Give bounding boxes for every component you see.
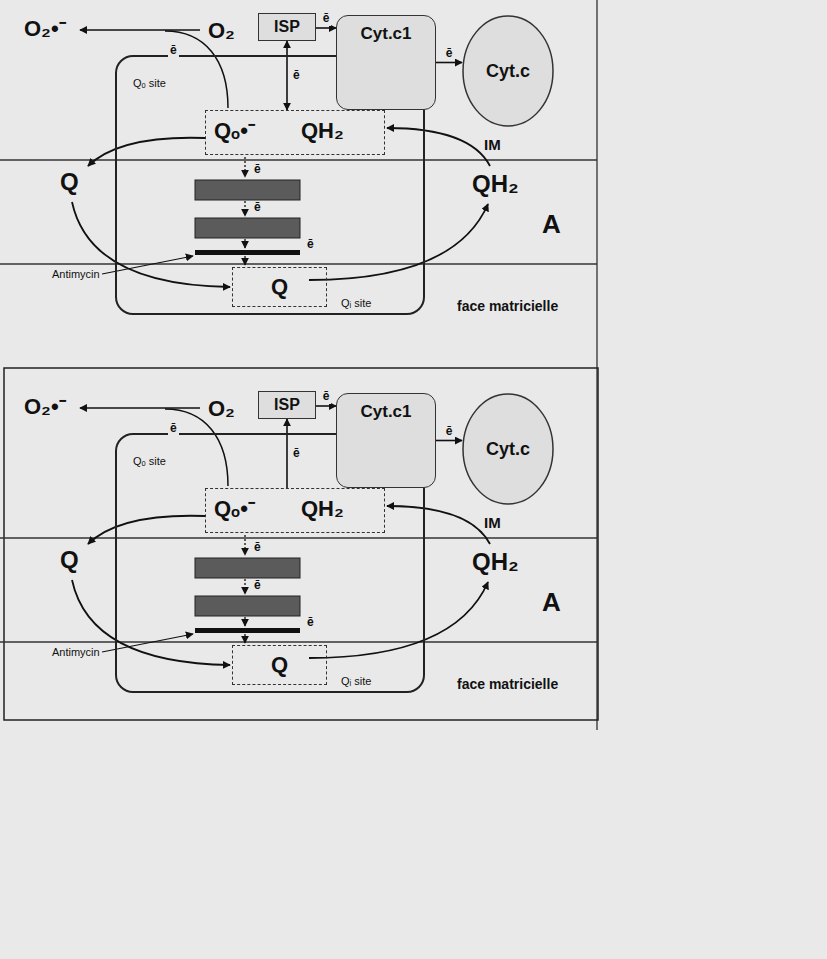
superoxide-label: O₂•⁻ — [22, 394, 68, 419]
protein-label: Cyt.c — [486, 439, 530, 460]
cytochrome-c1-box: Cyt.c1 — [336, 393, 436, 488]
electron-label: ē — [252, 163, 263, 177]
panel-illustration — [0, 408, 597, 665]
quinone-label: QH₂ — [299, 496, 346, 521]
electron-label: ē — [321, 12, 332, 26]
panel-letter: A — [540, 588, 563, 618]
site-label: Qᵢ site — [339, 675, 373, 688]
ellipse-shape — [463, 394, 553, 504]
electron-transfer-arrow — [436, 440, 462, 442]
electron-label: ē — [291, 69, 302, 83]
electron-label: ē — [252, 201, 263, 215]
side-label: face matricielle — [455, 676, 560, 692]
electron-label: ē — [252, 541, 263, 555]
protein-label: ISP — [274, 396, 300, 414]
membrane-label: IM — [482, 136, 503, 153]
quinone-label: Qₒ•⁻ — [212, 496, 257, 521]
inhibitor-label: Antimycin — [50, 646, 102, 659]
electron-label: ē — [321, 390, 332, 404]
oxygen-label: O₂ — [206, 396, 237, 421]
electron-label: ē — [168, 44, 179, 58]
qo-site-box: Qₒ•⁻ QH₂ — [205, 488, 385, 533]
oxygen-label: O₂ — [206, 18, 237, 43]
quinone-label: QH₂ — [299, 118, 346, 143]
protein-label: Cyt.c1 — [360, 24, 411, 44]
panel-illustration — [0, 30, 597, 287]
superoxide-label: O₂•⁻ — [22, 16, 68, 41]
quinol-label: QH₂ — [470, 548, 521, 576]
cytochrome-c-ellipse: Cyt.c — [462, 15, 554, 127]
cytochrome-c-ellipse: Cyt.c — [462, 393, 554, 505]
electron-label: ē — [252, 579, 263, 593]
qi-site-box: Q — [232, 267, 327, 307]
isp-box: ISP — [258, 391, 316, 419]
qo-site-box: Qₒ•⁻ QH₂ — [205, 110, 385, 155]
membrane-label: IM — [482, 514, 503, 531]
electron-transfer-arrow — [436, 62, 462, 64]
quinone-label: Q — [58, 546, 81, 574]
isp-box: ISP — [258, 13, 316, 41]
quinone-label: Q — [271, 652, 288, 677]
electron-transfer-arrow — [286, 41, 288, 110]
quinone-label: Q — [58, 168, 81, 196]
electron-transfer-arrow — [316, 27, 336, 29]
protein-label: Cyt.c1 — [360, 402, 411, 422]
electron-label: ē — [305, 616, 316, 630]
electron-label: ē — [305, 238, 316, 252]
protein-label: Cyt.c — [486, 61, 530, 82]
inhibitor-label: Antimycin — [50, 268, 102, 281]
electron-label: ē — [444, 425, 455, 439]
site-label: Qₒ site — [131, 455, 168, 468]
quinol-label: QH₂ — [470, 170, 521, 198]
quinone-label: Qₒ•⁻ — [212, 118, 257, 143]
side-label: face matricielle — [455, 298, 560, 314]
electron-label: ē — [168, 422, 179, 436]
panel-letter: A — [540, 210, 563, 240]
electron-transfer-arrow — [316, 405, 336, 407]
site-label: Qᵢ site — [339, 297, 373, 310]
panel-frame — [4, 368, 598, 720]
ellipse-shape — [463, 16, 553, 126]
site-label: Qₒ site — [131, 77, 168, 90]
cytochrome-c1-box: Cyt.c1 — [336, 15, 436, 110]
electron-transfer-arrow — [286, 419, 288, 488]
electron-label: ē — [444, 47, 455, 61]
quinone-label: Q — [271, 274, 288, 299]
qi-site-box: Q — [232, 645, 327, 685]
electron-label: ē — [291, 447, 302, 461]
protein-label: ISP — [274, 18, 300, 36]
